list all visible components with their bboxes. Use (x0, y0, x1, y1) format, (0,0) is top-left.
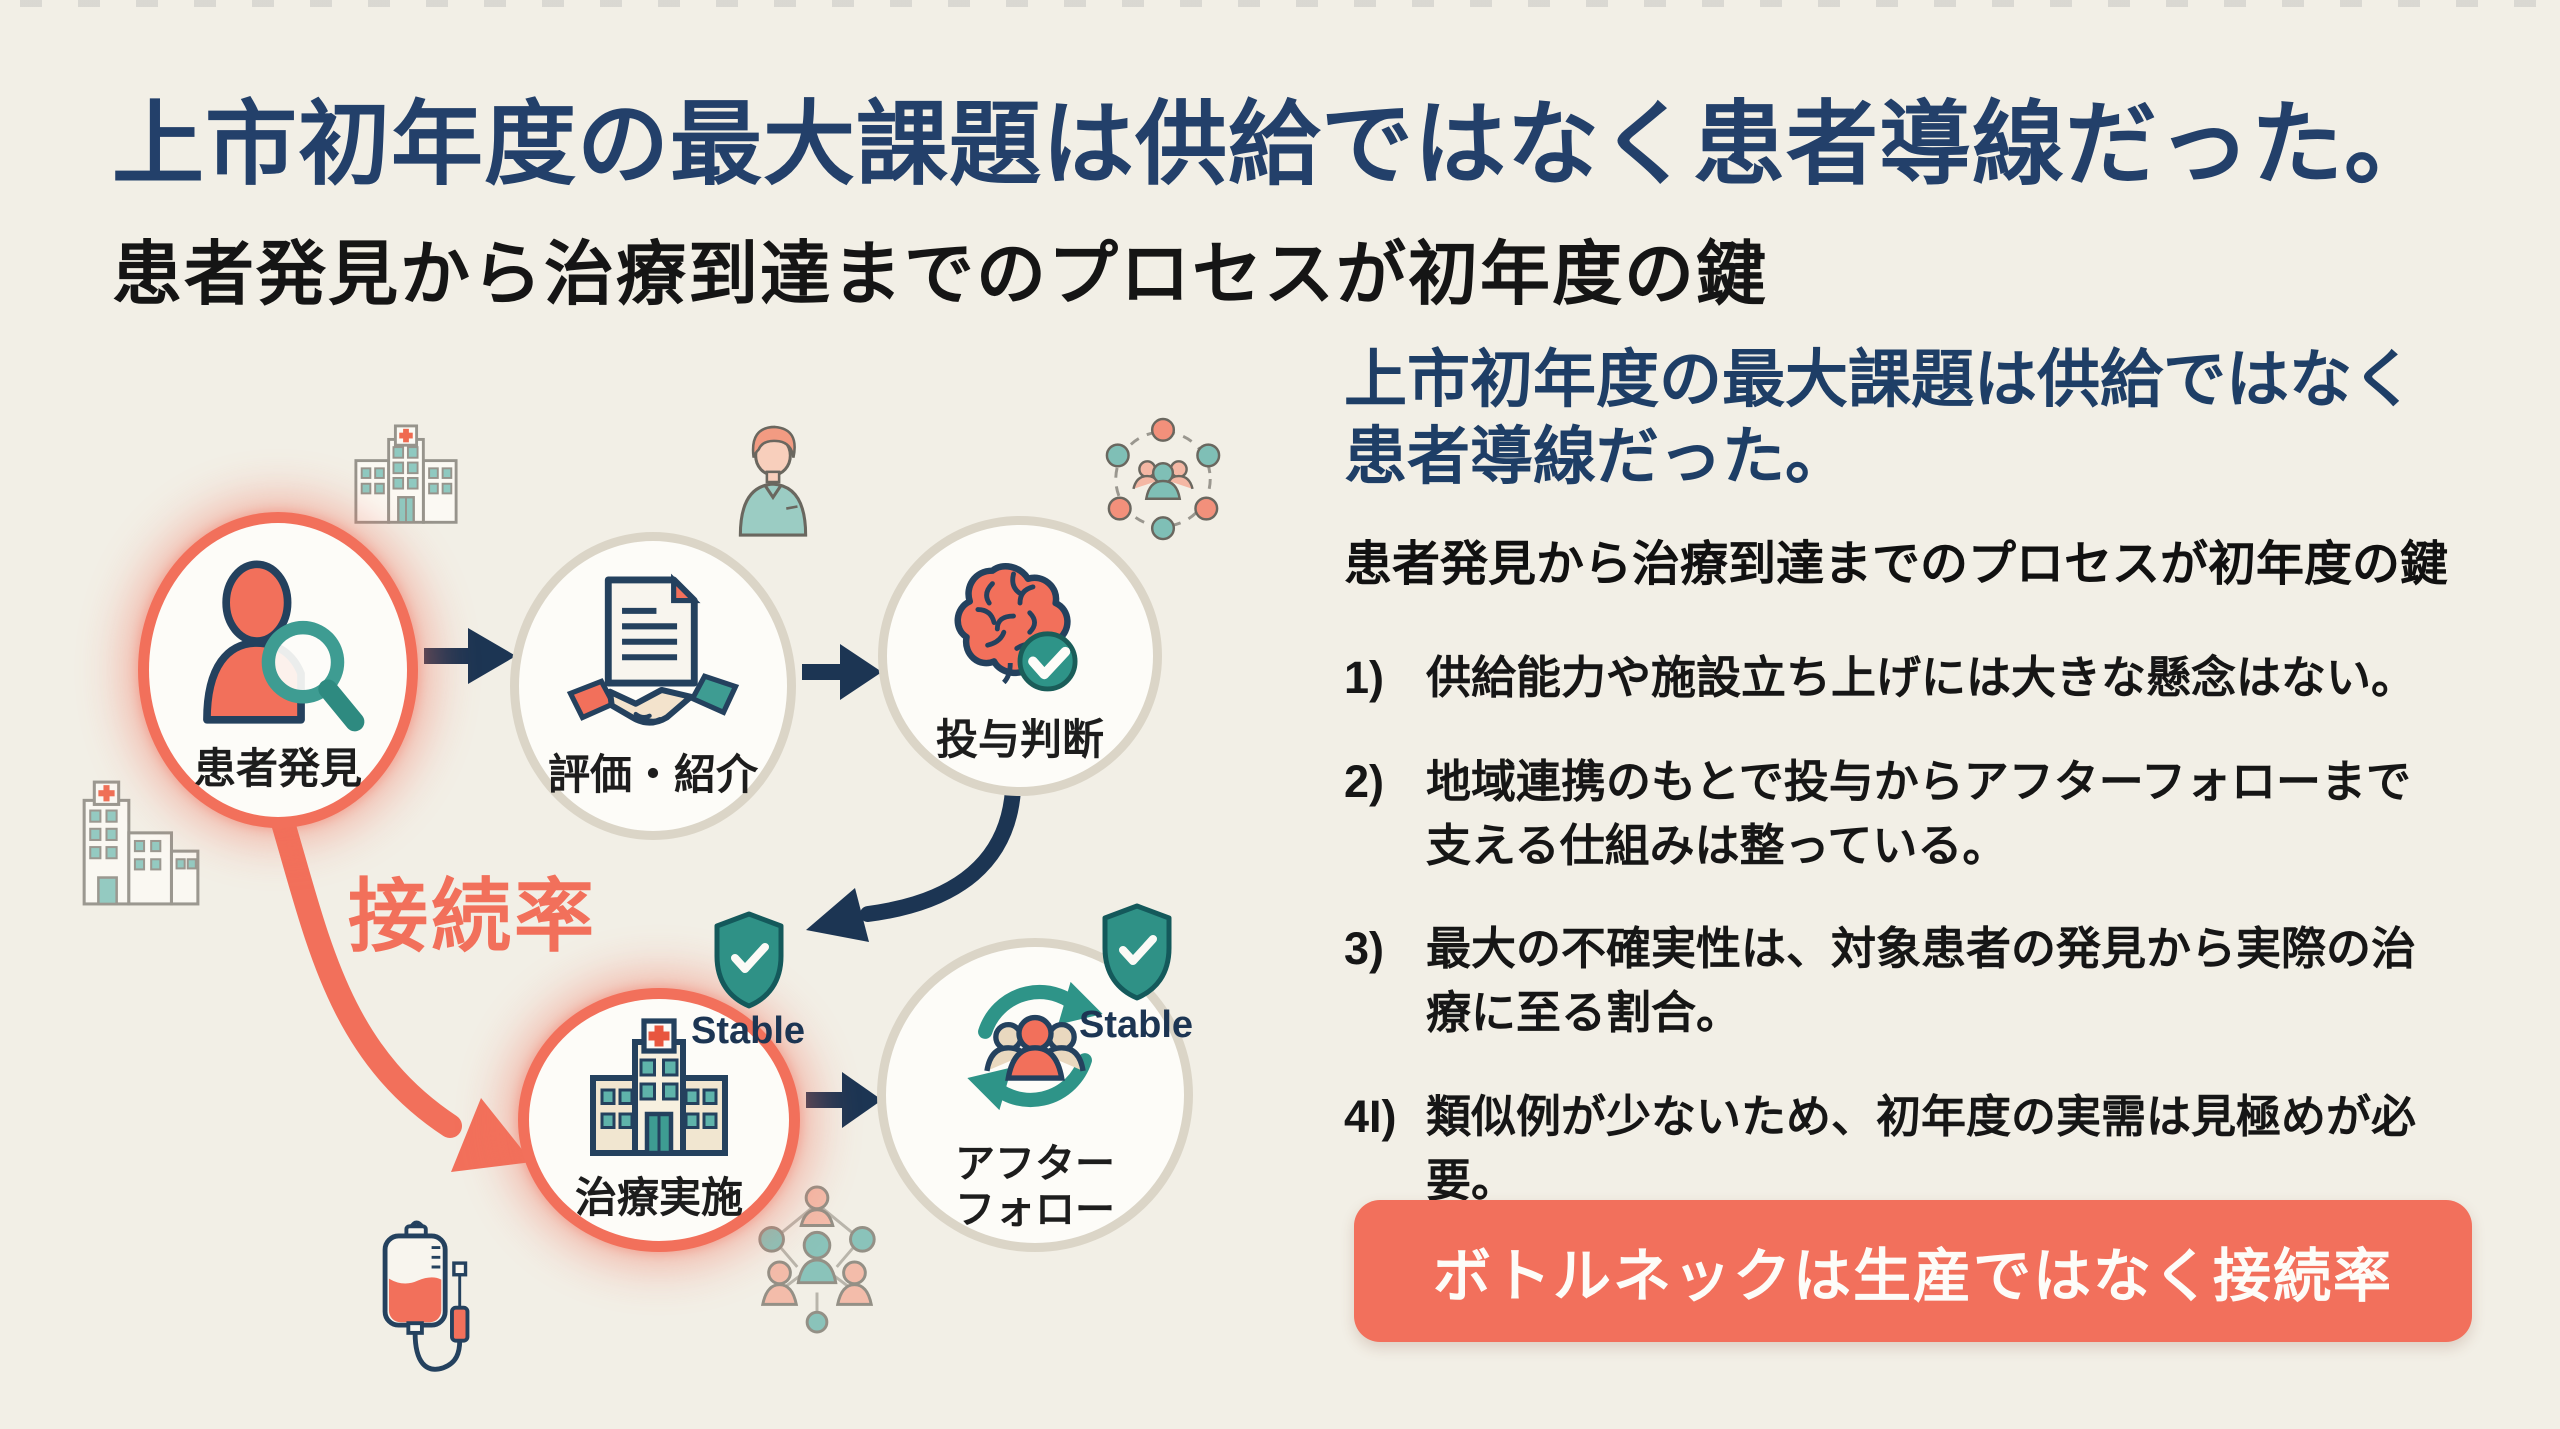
item-marker: 4I) (1344, 1091, 1397, 1143)
community-network-icon (758, 1185, 876, 1334)
stable-shield-icon (1102, 903, 1172, 1001)
clinic-outline-icon (82, 780, 200, 906)
panel-heading: 上市初年度の最大課題は供給ではなく 患者導線だった。 (1344, 345, 2415, 492)
hospital-icon (590, 1018, 728, 1156)
list-item: 3) 最大の不確実性は、対象患者の発見から実際の治 療に至る割合。 (1344, 917, 2504, 1045)
list-item: 4I) 類似例が少ないため、初年度の実需は見極めが必 要。 (1344, 1085, 2504, 1213)
page-title: 上市初年度の最大課題は供給ではなく患者導線だった。 (112, 94, 2438, 196)
item-marker: 3) (1344, 923, 1385, 975)
node-patient-discovery: 患者発見 (138, 512, 418, 828)
arrow-step3-curved-icon (806, 782, 1021, 942)
referral-network-icon (1105, 417, 1221, 541)
key-points-list: 1) 供給能力や施設立ち上げには大きな懸念はない。 2) 地域連携のもとで投与か… (1344, 646, 2504, 1213)
node-label: 患者発見 (193, 744, 362, 792)
arrow-step2-icon (802, 644, 882, 700)
stable-badge: Stable (1078, 1004, 1194, 1046)
conclusion-banner: ボトルネックは生産ではなく接続率 (1354, 1200, 2472, 1342)
iv-drip-icon (382, 1220, 470, 1372)
item-marker: 2) (1344, 755, 1385, 807)
panel-subheading: 患者発見から治療到達までのプロセスが初年度の鍵 (1344, 537, 2449, 591)
list-item: 2) 地域連携のもとで投与からアフターフォローまで 支える仕組みは整っている。 (1344, 750, 2504, 878)
conclusion-banner-text: ボトルネックは生産ではなく接続率 (1432, 1244, 2393, 1309)
list-item: 1) 供給能力や施設立ち上げには大きな懸念はない。 (1344, 646, 2504, 710)
clinician-icon (738, 425, 808, 537)
item-marker: 1) (1344, 651, 1385, 703)
node-label: アフター フォロー (955, 1142, 1115, 1232)
node-label: 治療実施 (574, 1173, 743, 1221)
node-label: 評価・紹介 (547, 750, 758, 798)
page-subtitle: 患者発見から治療到達までのプロセスが初年度の鍵 (112, 235, 1768, 313)
node-evaluation-referral: 評価・紹介 (510, 532, 796, 840)
item-text: 地域連携のもとで投与からアフターフォローまで 支える仕組みは整っている。 (1426, 755, 2412, 871)
node-treatment: 治療実施 (518, 988, 800, 1252)
item-text: 類似例が少ないため、初年度の実需は見極めが必 要。 (1426, 1091, 2417, 1207)
node-dosing-decision: 投与判断 (878, 516, 1162, 796)
item-text: 最大の不確実性は、対象患者の発見から実際の治 療に至る割合。 (1426, 923, 2417, 1039)
connection-rate-label: 接続率 (348, 872, 597, 961)
right-panel: 上市初年度の最大課題は供給ではなく 患者導線だった。 患者発見から治療到達までの… (1344, 342, 2504, 1213)
hospital-outline-icon (354, 424, 458, 524)
cycle-people-icon (967, 981, 1103, 1111)
brain-check-icon (954, 562, 1078, 692)
document-handshake-icon (566, 573, 740, 726)
top-edge-artifact (20, 0, 2540, 7)
arrow-step4-icon (806, 1072, 882, 1128)
stable-shield-icon (714, 911, 784, 1009)
item-text: 供給能力や施設立ち上げには大きな懸念はない。 (1426, 651, 2417, 703)
stable-badge: Stable (690, 1010, 806, 1052)
arrow-step1-icon (424, 628, 516, 684)
patient-search-icon (203, 560, 365, 732)
node-label: 投与判断 (935, 715, 1104, 763)
